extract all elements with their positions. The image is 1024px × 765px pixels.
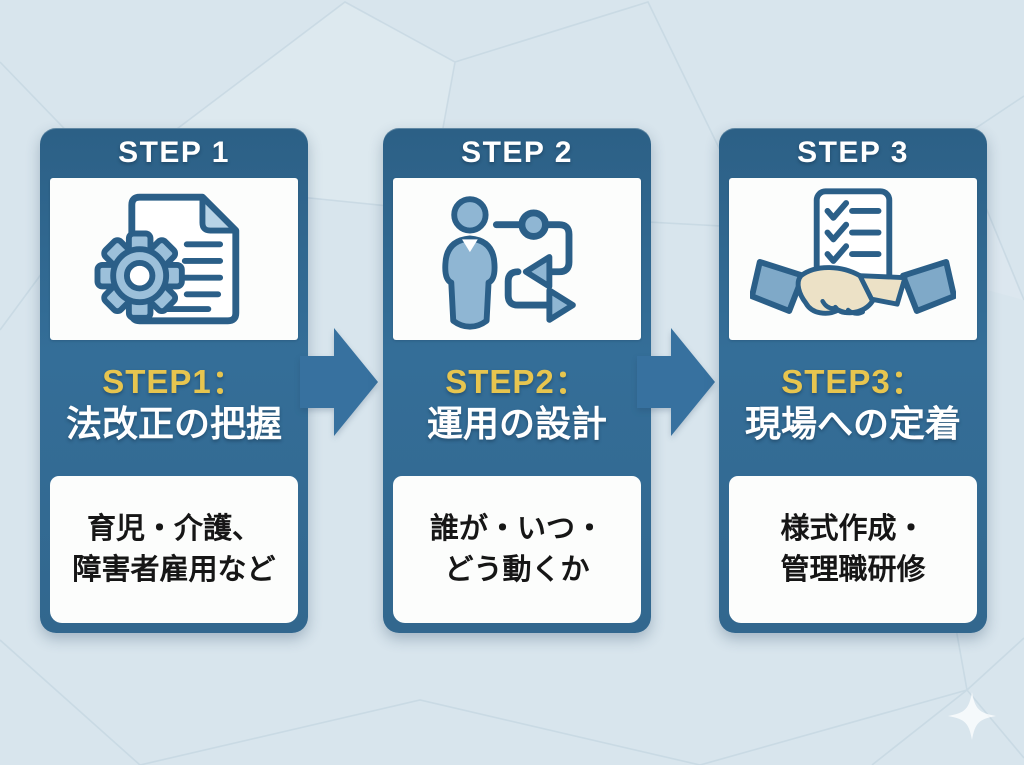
step-1-description: 育児・介護、 障害者雇用など [50, 476, 298, 623]
step-1-label: STEP1： [102, 363, 246, 401]
step-card-3: STEP 3 STEP3： 現場への定着 様式作成・ 管理職研 [719, 128, 987, 633]
step-3-icon-panel [729, 178, 977, 340]
step-2-title: 運用の設計 [426, 403, 607, 445]
step-3-title-band: STEP3： 現場への定着 [729, 340, 977, 468]
gear-document-icon [94, 193, 240, 325]
step-2-title-band: STEP2： 運用の設計 [393, 340, 641, 468]
sparkle-icon [948, 692, 996, 740]
step-2-label: STEP2： [445, 363, 589, 401]
step-2-icon-panel [393, 178, 641, 340]
step-1-desc-line2: 障害者雇用など [72, 553, 276, 586]
step-1-icon-panel [50, 178, 298, 340]
person-flow-icon [442, 196, 576, 330]
step-1-desc-line1: 育児・介護、 [86, 512, 261, 545]
step-3-desc-line1: 様式作成・ [780, 512, 926, 545]
step-3-badge: STEP 3 [797, 136, 909, 169]
step-2-badge: STEP 2 [461, 136, 573, 169]
step-2-desc-line1: 誰が・いつ・ [429, 512, 604, 545]
step-1-badge: STEP 1 [118, 136, 230, 169]
handshake-checklist-icon [750, 188, 956, 316]
arrow-right-icon [637, 328, 715, 436]
arrow-right-icon [300, 328, 378, 436]
step-card-2: STEP 2 STEP2： 運用の設計 誰が・いつ・ [383, 128, 651, 633]
step-1-title: 法改正の把握 [65, 403, 282, 445]
step-2-description: 誰が・いつ・ どう動くか [393, 476, 641, 623]
step-3-title: 現場への定着 [744, 403, 961, 445]
step-3-description: 様式作成・ 管理職研修 [729, 476, 977, 623]
step-3-label: STEP3： [781, 363, 925, 401]
step-card-1: STEP 1 STEP1： [40, 128, 308, 633]
step-3-desc-line2: 管理職研修 [780, 553, 926, 586]
step-1-title-band: STEP1： 法改正の把握 [50, 340, 298, 468]
step-2-desc-line2: どう動くか [444, 553, 590, 586]
